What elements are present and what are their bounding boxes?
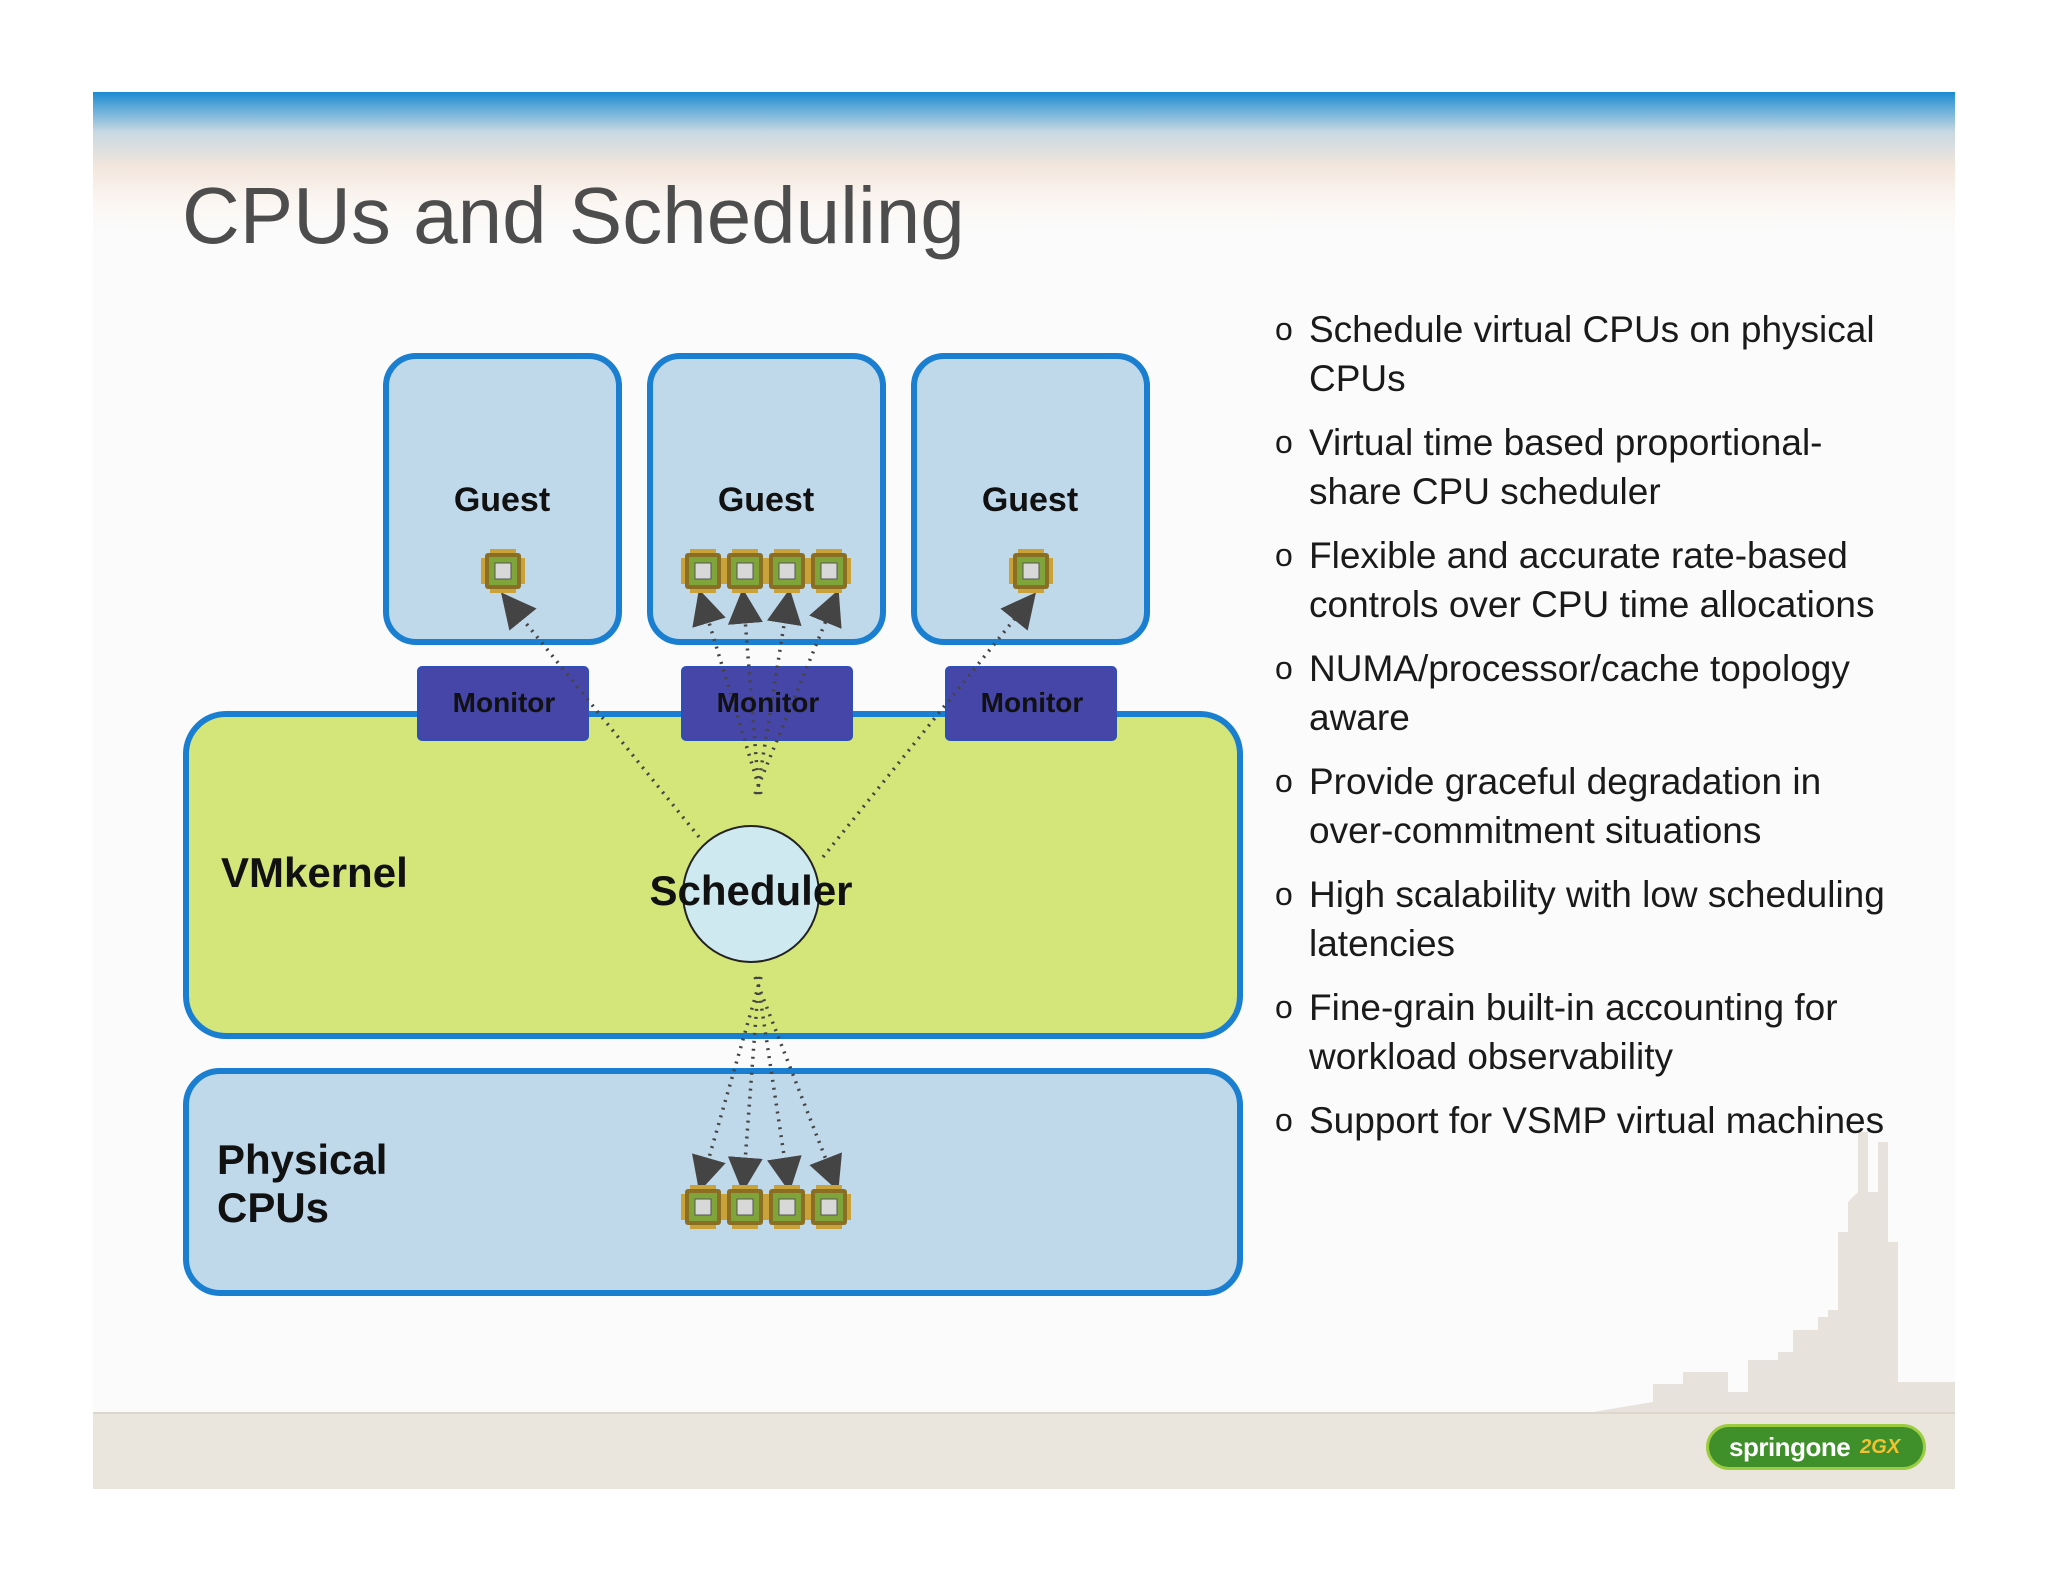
bullet-marker: o: [1275, 1102, 1293, 1138]
monitor-box-3: [945, 666, 1117, 741]
logo-text: springone: [1729, 1431, 1851, 1462]
cpu-scheduling-diagram: [183, 353, 1243, 1296]
schedule-line-guest1: [500, 592, 701, 839]
schedule-line-pcpu3: [755, 976, 802, 1193]
monitor-box-1: [417, 666, 589, 741]
cpu-chip-icon: [764, 1184, 810, 1230]
bullet-marker: o: [1275, 989, 1293, 1025]
monitor-label-1: Monitor: [452, 687, 556, 718]
cpu-chip-icon: [806, 1184, 852, 1230]
monitor-box-2: [681, 666, 853, 741]
scheduler-circle: [682, 825, 820, 963]
slide: CPUs and Scheduling: [93, 92, 1955, 1489]
guest-label-1: Guest: [453, 481, 551, 519]
vcpu-chip-icon: [1008, 548, 1054, 594]
vcpu-chip-icon: [480, 548, 526, 594]
schedule-line-guest2-cpu1: [692, 589, 763, 795]
vcpu-chip-icon: [722, 548, 768, 594]
monitor-label-3: Monitor: [980, 687, 1084, 718]
vmkernel-label: VMkernel: [221, 849, 408, 896]
scheduler-label: Scheduler: [649, 867, 853, 914]
springone-logo: springone 2GX: [1706, 1424, 1926, 1470]
skyline-graphic: [1593, 1132, 1955, 1412]
guest-label-3: Guest: [981, 481, 1079, 519]
slide-title: CPUs and Scheduling: [182, 171, 965, 260]
guest-3-vcpus: [1008, 548, 1054, 594]
logo-suffix: 2GX: [1860, 1435, 1901, 1458]
guest-box-3: [911, 353, 1150, 645]
guest-label-2: Guest: [717, 481, 815, 519]
vcpu-chip-icon: [764, 548, 810, 594]
guest-1-vcpus: [480, 548, 526, 594]
physical-cpus-label: Physical CPUs: [217, 1136, 388, 1231]
schedule-line-pcpu4: [753, 976, 842, 1192]
header-gradient-bar: [93, 92, 1955, 232]
schedule-line-pcpu2: [727, 976, 763, 1193]
bullet-marker: o: [1275, 311, 1293, 347]
footer-band: [93, 1412, 1955, 1489]
guest-box-1: [383, 353, 622, 645]
vcpu-chip-icon: [680, 548, 726, 594]
schedule-line-guest2-cpu4: [753, 589, 842, 795]
cpu-chip-icon: [680, 1184, 726, 1230]
bullet-marker: o: [1275, 537, 1293, 573]
vcpu-chip-icon: [806, 548, 852, 594]
bullet-marker: o: [1275, 650, 1293, 686]
schedule-line-guest3: [821, 592, 1036, 859]
bullet-marker: o: [1275, 876, 1293, 912]
bullet-marker: o: [1275, 763, 1293, 799]
monitor-label-2: Monitor: [716, 687, 820, 718]
cpu-chip-icon: [722, 1184, 768, 1230]
bullet-marker: o: [1275, 424, 1293, 460]
